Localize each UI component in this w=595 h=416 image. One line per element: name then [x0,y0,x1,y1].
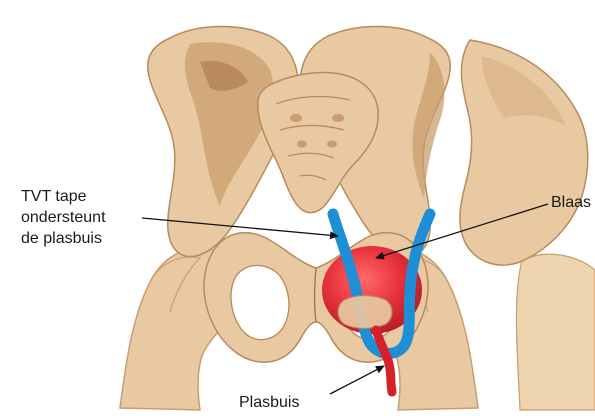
tvt-label-line-3: de plasbuis [21,228,106,249]
tvt-tape-label: TVT tape ondersteunt de plasbuis [21,186,106,249]
tvt-label-line-2: ondersteunt [21,207,106,228]
bladder-label: Blaas [551,192,591,213]
greater-trochanter-right [516,254,595,410]
plasbuis-arrow [330,366,384,394]
pubic-symphysis [338,296,392,329]
urethra-label: Plasbuis [239,392,299,413]
tvt-label-line-1: TVT tape [21,186,106,207]
